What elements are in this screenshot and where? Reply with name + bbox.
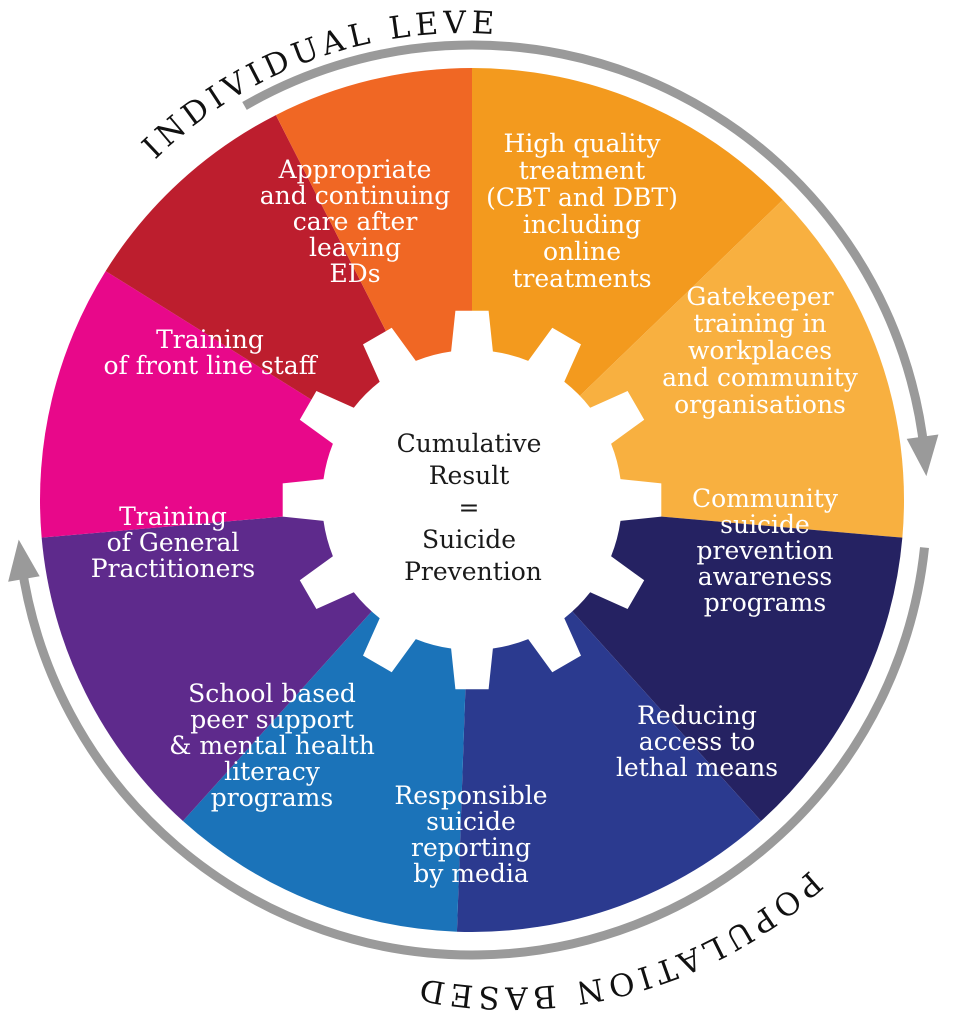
ring-arc-right: [242, 40, 929, 453]
center-line-4: Suicide: [422, 525, 516, 554]
label-high-quality-treatment-line-3: (CBT and DBT): [486, 183, 678, 212]
label-high-quality-treatment-line-5: online: [543, 237, 621, 266]
label-responsible-reporting-line-2: suicide: [426, 807, 516, 836]
label-continuing-care-line-3: care after: [293, 207, 418, 236]
center-line-2: Result: [429, 461, 510, 490]
label-training-gps-line-2: of General: [107, 528, 240, 557]
center-gear: [282, 310, 662, 690]
label-reducing-access-line-1: Reducing: [637, 701, 757, 730]
label-training-gps-line-3: Practitioners: [91, 554, 256, 583]
label-responsible-reporting-line-1: Responsible: [394, 781, 547, 810]
ring-arrowhead-left: [8, 539, 40, 582]
label-training-front-line-line-2: of front line staff: [104, 351, 319, 380]
label-school-peer-support-line-5: programs: [211, 783, 333, 812]
center-line-5: Prevention: [404, 557, 542, 586]
label-gatekeeper-training-line-5: organisations: [674, 390, 846, 419]
label-reducing-access-line-2: access to: [639, 727, 755, 756]
label-community-awareness-line-2: suicide: [720, 510, 810, 539]
center-label: Cumulative Result = Suicide Prevention: [397, 429, 550, 586]
label-continuing-care-line-4: leaving: [309, 233, 401, 262]
label-high-quality-treatment-line-4: including: [523, 210, 641, 239]
label-community-awareness-line-3: prevention: [697, 536, 834, 565]
outer-ring: [8, 40, 939, 960]
ring-arc-left: [16, 547, 929, 960]
label-continuing-care-line-5: EDs: [329, 259, 380, 288]
label-community-awareness-line-5: programs: [704, 588, 826, 617]
label-training-gps-line-1: Training: [119, 502, 227, 531]
label-continuing-care-line-1: Appropriate: [278, 155, 432, 184]
label-training-front-line-line-1: Training: [156, 325, 264, 354]
label-high-quality-treatment-line-6: treatments: [512, 264, 651, 293]
label-continuing-care-line-2: and continuing: [260, 181, 450, 210]
label-school-peer-support-line-4: literacy: [224, 757, 321, 786]
label-school-peer-support-line-1: School based: [188, 679, 356, 708]
center-line-3: =: [459, 493, 480, 522]
label-community-awareness-line-1: Community: [692, 484, 839, 513]
ring-arrowhead-right: [906, 434, 939, 477]
center-line-1: Cumulative: [397, 429, 542, 458]
label-gatekeeper-training-line-4: and community: [662, 363, 859, 392]
label-reducing-access-line-3: lethal means: [616, 753, 778, 782]
label-high-quality-treatment-line-1: High quality: [503, 129, 661, 158]
label-gatekeeper-training-line-2: training in: [693, 309, 826, 338]
label-school-peer-support-line-2: peer support: [190, 705, 353, 734]
label-gatekeeper-training-line-1: Gatekeeper: [686, 282, 833, 311]
label-responsible-reporting-line-4: by media: [413, 859, 529, 888]
label-gatekeeper-training-line-3: workplaces: [688, 336, 832, 365]
label-high-quality-treatment-line-2: treatment: [519, 156, 645, 185]
label-responsible-reporting-line-3: reporting: [411, 833, 531, 862]
label-school-peer-support-line-3: & mental health: [169, 731, 375, 760]
label-community-awareness-line-4: awareness: [698, 562, 833, 591]
